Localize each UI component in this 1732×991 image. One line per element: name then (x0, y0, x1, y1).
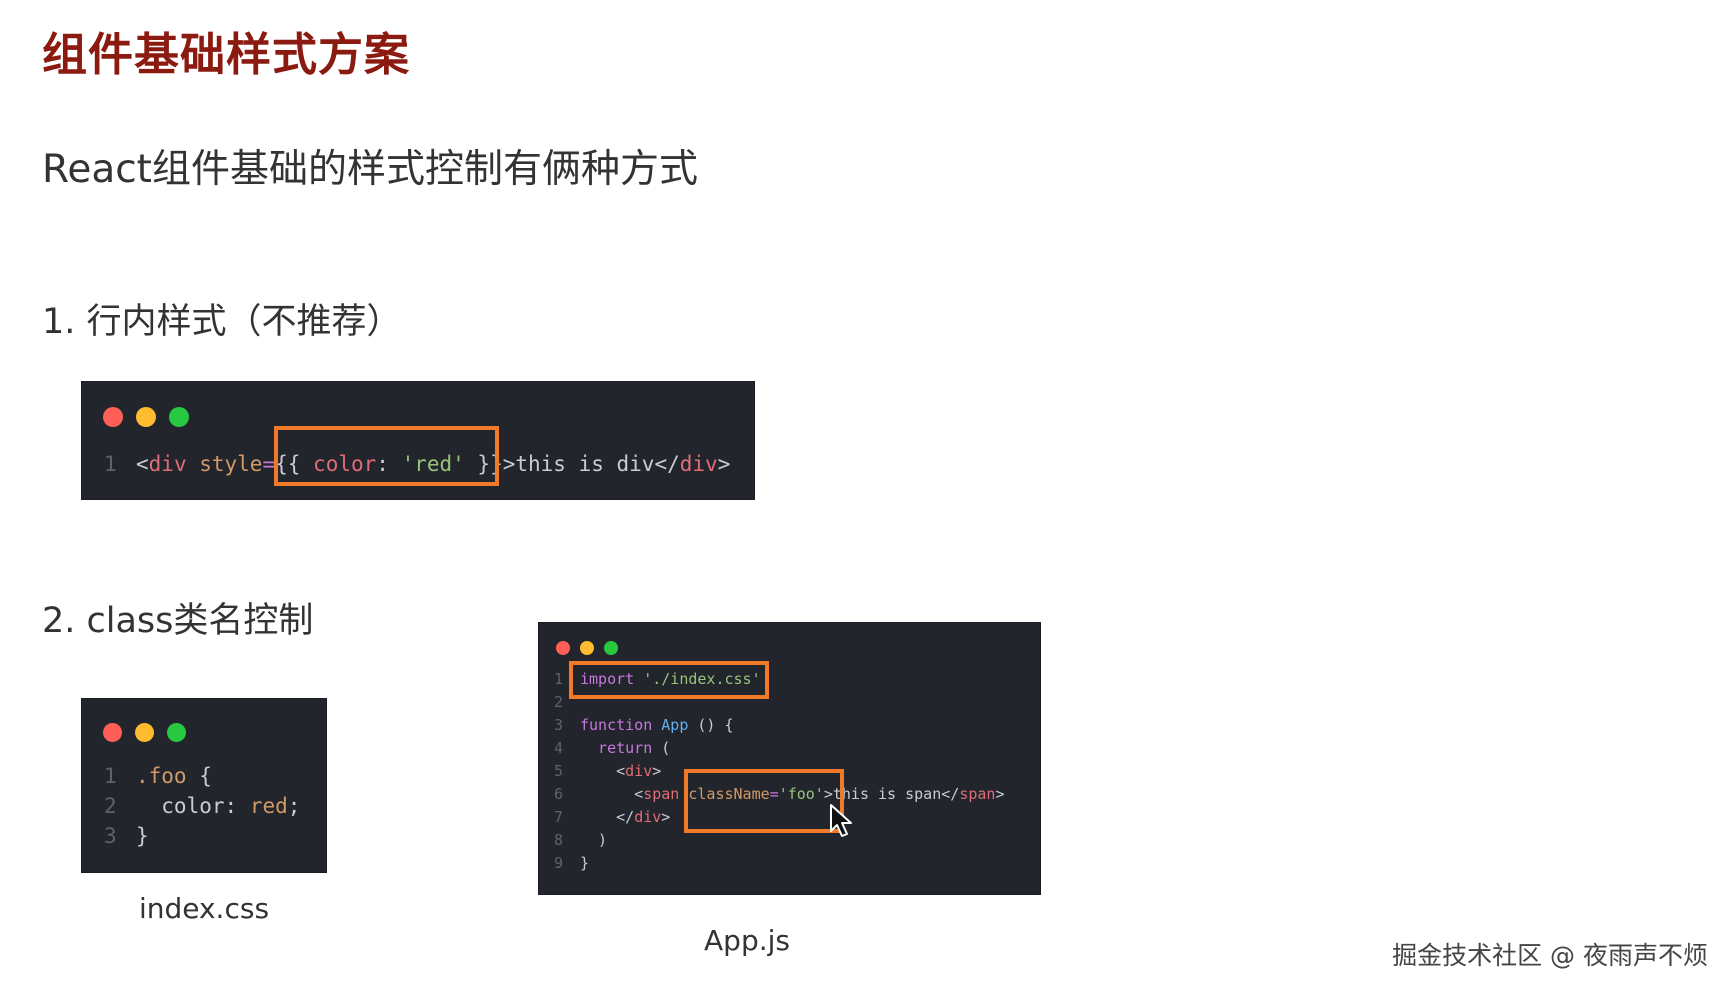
code-line: 9} (554, 854, 590, 872)
highlight-box (274, 426, 499, 486)
highlight-box-classname (684, 769, 844, 833)
css-prop: color (136, 794, 225, 818)
minimize-dot-icon (580, 641, 594, 655)
highlight-box-import (569, 661, 769, 699)
style-prop: color (313, 452, 377, 476)
css-selector: .foo (136, 764, 187, 788)
minimize-dot-icon (135, 723, 154, 742)
code-line: 4 return ( (554, 739, 671, 757)
maximize-dot-icon (604, 641, 618, 655)
css-code-window: 1.foo { 2 color: red; 3} (82, 699, 326, 872)
css-caption: index.css (138, 892, 270, 925)
close-dot-icon (556, 641, 570, 655)
watermark: 掘金技术社区 @ 夜雨声不烦 (1392, 941, 1708, 970)
code-line: 7 </div> (554, 808, 671, 826)
section-class-heading: 2. class类名控制 (42, 601, 314, 641)
mouse-pointer-icon (830, 804, 852, 837)
attr-name: style (186, 452, 263, 476)
close-dot-icon (103, 723, 122, 742)
code-line: 5 <div> (554, 762, 662, 780)
minimize-dot-icon (136, 407, 156, 427)
page-title: 组件基础样式方案 (42, 28, 411, 81)
code-line: 8 ) (554, 831, 608, 849)
code-line: 3} (104, 824, 149, 848)
maximize-dot-icon (169, 407, 189, 427)
css-value: red (249, 794, 288, 818)
line-number: 1 (104, 452, 117, 476)
element-text: this is div (515, 452, 655, 476)
window-controls (103, 407, 189, 427)
page-subtitle: React组件基础的样式控制有俩种方式 (42, 147, 698, 192)
inline-style-code-window: 1<div style={{ color: 'red' }}>this is d… (82, 382, 754, 499)
code-line: 2 (554, 693, 564, 711)
maximize-dot-icon (167, 723, 186, 742)
window-controls (103, 723, 186, 742)
code-line: 6 <span className='foo'>this is span</sp… (554, 785, 1005, 803)
tag-name: div (148, 452, 187, 476)
section-inline-style-heading: 1. 行内样式（不推荐） (42, 302, 402, 342)
style-value: 'red' (401, 452, 465, 476)
code-line: 1.foo { (104, 764, 212, 788)
close-dot-icon (103, 407, 123, 427)
css-code-body: 1.foo { 2 color: red; 3} (104, 761, 300, 851)
code-line: 2 color: red; (104, 794, 301, 818)
app-caption: App.js (704, 924, 790, 957)
window-controls (556, 641, 618, 655)
